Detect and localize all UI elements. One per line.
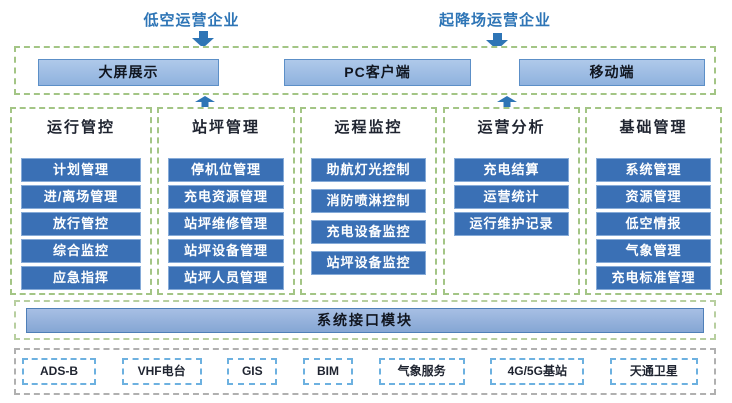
module-item: 站坪维修管理: [168, 212, 284, 236]
module-item: 助航灯光控制: [311, 158, 426, 182]
module-item: 气象管理: [596, 239, 711, 263]
module-title: 基础管理: [619, 119, 688, 136]
module-column-remote-monitoring: 远程监控 助航灯光控制 消防喷淋控制 充电设备监控 站坪设备监控: [300, 107, 437, 295]
label-vertiport-operator: 起降场运营企业: [438, 12, 551, 29]
infra-item-tiantong-satellite: 天通卫星: [609, 358, 698, 385]
module-title: 运营分析: [477, 119, 546, 136]
module-item: 综合监控: [21, 239, 141, 263]
module-item: 消防喷淋控制: [311, 189, 426, 213]
module-item: 停机位管理: [168, 158, 284, 182]
module-item: 站坪设备管理: [168, 239, 284, 263]
infra-item-vhf-radio: VHF电台: [121, 358, 202, 385]
access-button-mobile: 移动端: [519, 59, 705, 86]
module-item: 计划管理: [21, 158, 141, 182]
module-column-apron-management: 站坪管理 停机位管理 充电资源管理 站坪维修管理 站坪设备管理 站坪人员管理: [157, 107, 295, 295]
module-column-operation-control: 运行管控 计划管理 进/离场管理 放行管控 综合监控 应急指挥: [10, 107, 152, 295]
infra-item-4g5g-base-station: 4G/5G基站: [490, 358, 585, 385]
module-item: 进/离场管理: [21, 185, 141, 209]
down-arrow-icon: [486, 33, 508, 50]
module-item: 充电设备监控: [311, 220, 426, 244]
down-arrow-icon: [192, 31, 214, 48]
access-button-pc-client: PC客户端: [284, 59, 471, 86]
module-item: 站坪人员管理: [168, 266, 284, 290]
infra-item-adsb: ADS-B: [22, 358, 96, 385]
module-item: 低空情报: [596, 212, 711, 236]
module-item: 资源管理: [596, 185, 711, 209]
module-title: 站坪管理: [191, 119, 260, 136]
label-low-altitude-operator: 低空运营企业: [143, 12, 240, 29]
infra-item-bim: BIM: [302, 358, 353, 385]
module-item: 运行维护记录: [454, 212, 569, 236]
module-item: 充电标准管理: [596, 266, 711, 290]
infrastructure-box: ADS-B VHF电台 GIS BIM 气象服务 4G/5G基站 天通卫星: [14, 348, 716, 395]
module-item: 充电结算: [454, 158, 569, 182]
access-layer-box: 大屏展示 PC客户端 移动端: [14, 46, 716, 95]
module-item: 充电资源管理: [168, 185, 284, 209]
system-interface-bar: 系统接口模块: [26, 308, 704, 333]
module-column-operation-analysis: 运营分析 充电结算 运营统计 运行维护记录: [443, 107, 580, 295]
module-title: 远程监控: [334, 119, 403, 136]
module-title: 运行管控: [46, 119, 115, 136]
infra-item-weather-service: 气象服务: [378, 358, 465, 385]
module-item: 放行管控: [21, 212, 141, 236]
module-item: 运营统计: [454, 185, 569, 209]
access-button-big-screen: 大屏展示: [38, 59, 219, 86]
module-item: 系统管理: [596, 158, 711, 182]
module-item: 站坪设备监控: [311, 251, 426, 275]
system-interface-box: 系统接口模块: [14, 300, 716, 340]
module-item: 应急指挥: [21, 266, 141, 290]
infra-item-gis: GIS: [227, 358, 278, 385]
module-column-basic-management: 基础管理 系统管理 资源管理 低空情报 气象管理 充电标准管理: [585, 107, 722, 295]
